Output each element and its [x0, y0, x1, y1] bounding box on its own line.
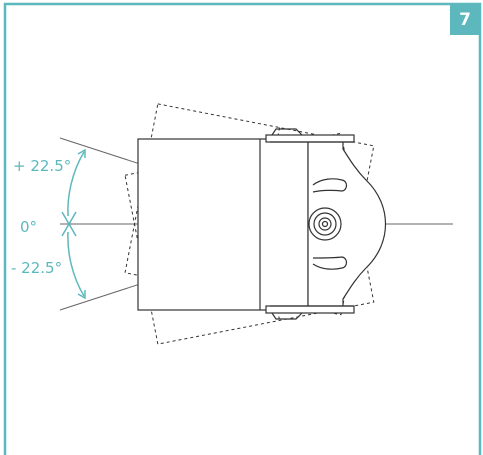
zero-angle-marker: [61, 211, 77, 237]
angle-label-plus: + 22.5°: [13, 157, 72, 175]
page-number-badge: 7: [450, 5, 480, 35]
pivot-knob: [308, 207, 342, 241]
angle-label-zero: 0°: [20, 218, 38, 236]
device-body: [137, 128, 386, 320]
angle-arc-lower: [67, 231, 86, 300]
angle-arc-upper: [67, 148, 86, 217]
angle-label-minus: - 22.5°: [11, 259, 63, 277]
page-frame: [3, 2, 482, 455]
